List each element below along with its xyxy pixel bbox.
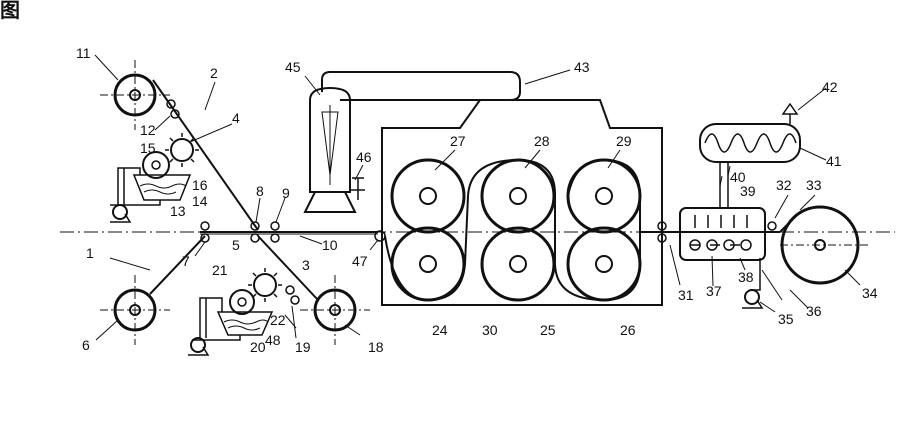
label-15: 15: [140, 140, 156, 156]
label-47: 47: [352, 253, 368, 269]
label-13: 13: [170, 203, 186, 219]
upper-supply-roll: [100, 60, 170, 130]
label-18: 18: [368, 339, 384, 355]
label-5: 5: [232, 237, 240, 253]
label-7: 7: [182, 253, 190, 269]
label-14: 14: [192, 193, 208, 209]
page-heading-fragment: 图: [0, 0, 20, 22]
label-30: 30: [482, 322, 498, 338]
label-33: 33: [806, 177, 822, 193]
label-48: 48: [265, 332, 281, 348]
label-11: 11: [76, 45, 91, 61]
label-21: 21: [212, 262, 228, 278]
label-10: 10: [322, 237, 338, 253]
label-46: 46: [356, 149, 372, 165]
upper-coating-unit: [110, 133, 199, 223]
film-supply-roll: [300, 275, 370, 345]
label-38: 38: [738, 269, 754, 285]
label-6: 6: [82, 337, 90, 353]
lower-web: [149, 235, 206, 295]
label-25: 25: [540, 322, 556, 338]
label-3: 3: [302, 257, 310, 273]
label-20: 20: [250, 339, 266, 355]
label-26: 26: [620, 322, 636, 338]
guide-rollers: [166, 99, 386, 305]
label-35: 35: [778, 311, 794, 327]
exhaust-unit: [303, 71, 521, 213]
label-36: 36: [806, 303, 822, 319]
label-39: 39: [740, 183, 756, 199]
upper-web: [152, 79, 259, 231]
label-45: 45: [285, 59, 301, 75]
take-up-roll: [657, 205, 870, 285]
component-labels: 11 2 4 12 15 16 14 13 8 9 10 5 3 1 7 6 2…: [76, 45, 878, 355]
label-19: 19: [295, 339, 311, 355]
label-4: 4: [232, 110, 240, 126]
label-31: 31: [678, 287, 694, 303]
label-40: 40: [730, 169, 746, 185]
calender-chamber: [381, 99, 665, 306]
label-8: 8: [256, 183, 264, 199]
label-42: 42: [822, 79, 838, 95]
label-41: 41: [826, 153, 842, 169]
dryer-unit: [662, 102, 801, 309]
label-1: 1: [86, 245, 94, 261]
label-2: 2: [210, 65, 218, 81]
film-web: [257, 235, 319, 301]
lower-supply-roll: [100, 275, 170, 345]
label-12: 12: [140, 122, 156, 138]
label-28: 28: [534, 133, 550, 149]
label-27: 27: [450, 133, 466, 149]
label-9: 9: [282, 185, 290, 201]
label-24: 24: [432, 322, 448, 338]
label-43: 43: [574, 59, 590, 75]
label-37: 37: [706, 283, 722, 299]
lower-coating-unit: [188, 268, 282, 356]
label-32: 32: [776, 177, 792, 193]
label-16: 16: [192, 177, 208, 193]
label-22: 22: [270, 312, 286, 328]
label-29: 29: [616, 133, 632, 149]
label-34: 34: [862, 285, 878, 301]
